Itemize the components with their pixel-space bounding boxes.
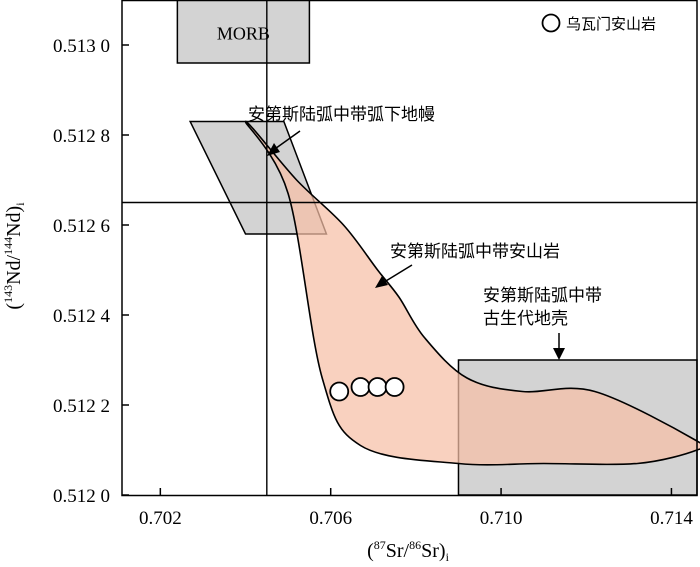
morb-box <box>176 0 311 64</box>
legend-marker <box>541 13 561 33</box>
y-axis-ticks: 0.512 0 0.512 2 0.512 4 0.512 6 0.512 8 0.513… <box>53 36 129 507</box>
y-tick-label: 0.512 2 <box>53 396 110 417</box>
data-point <box>384 377 405 397</box>
x-tick-label: 0.710 <box>480 508 523 529</box>
y-tick-label: 0.512 4 <box>53 306 111 327</box>
legend-label: 乌瓦门安山岩 <box>566 15 656 33</box>
crust-label-line2: 古生代地壳 <box>483 309 568 329</box>
x-tick-label: 0.714 <box>650 508 693 529</box>
crust-arrowhead <box>553 348 565 360</box>
andesite-arrowhead <box>375 276 388 288</box>
x-tick-label: 0.702 <box>139 508 182 529</box>
y-tick-label: 0.512 8 <box>53 126 110 147</box>
legend: 乌瓦门安山岩 <box>541 13 656 33</box>
mantle-label: 安第斯陆弧中带弧下地幔 <box>248 105 435 125</box>
reference-lines <box>122 0 697 495</box>
data-points <box>329 377 405 402</box>
y-tick-label: 0.512 6 <box>53 216 110 237</box>
andesite-arrow <box>380 264 413 285</box>
data-point <box>329 381 350 402</box>
plot-frame <box>121 0 698 497</box>
y-tick-label: 0.512 0 <box>53 486 110 507</box>
data-point <box>350 377 371 397</box>
morb-label: MORB <box>217 24 270 44</box>
x-axis-ticks: 0.702 0.706 0.710 0.714 <box>139 488 693 529</box>
data-point <box>367 377 388 397</box>
y-axis-title: (143Nd/144Nd)i <box>1 202 27 310</box>
andesite-field <box>244 120 700 466</box>
y-tick-label: 0.513 0 <box>53 36 110 57</box>
x-axis-title: (87Sr/86Sr)i <box>367 538 449 564</box>
crust-label-line1: 安第斯陆弧中带 <box>483 286 602 306</box>
x-tick-label: 0.706 <box>309 508 352 529</box>
mantle-arrowhead <box>267 143 280 156</box>
andesite-label: 安第斯陆弧中带安山岩 <box>390 242 560 262</box>
